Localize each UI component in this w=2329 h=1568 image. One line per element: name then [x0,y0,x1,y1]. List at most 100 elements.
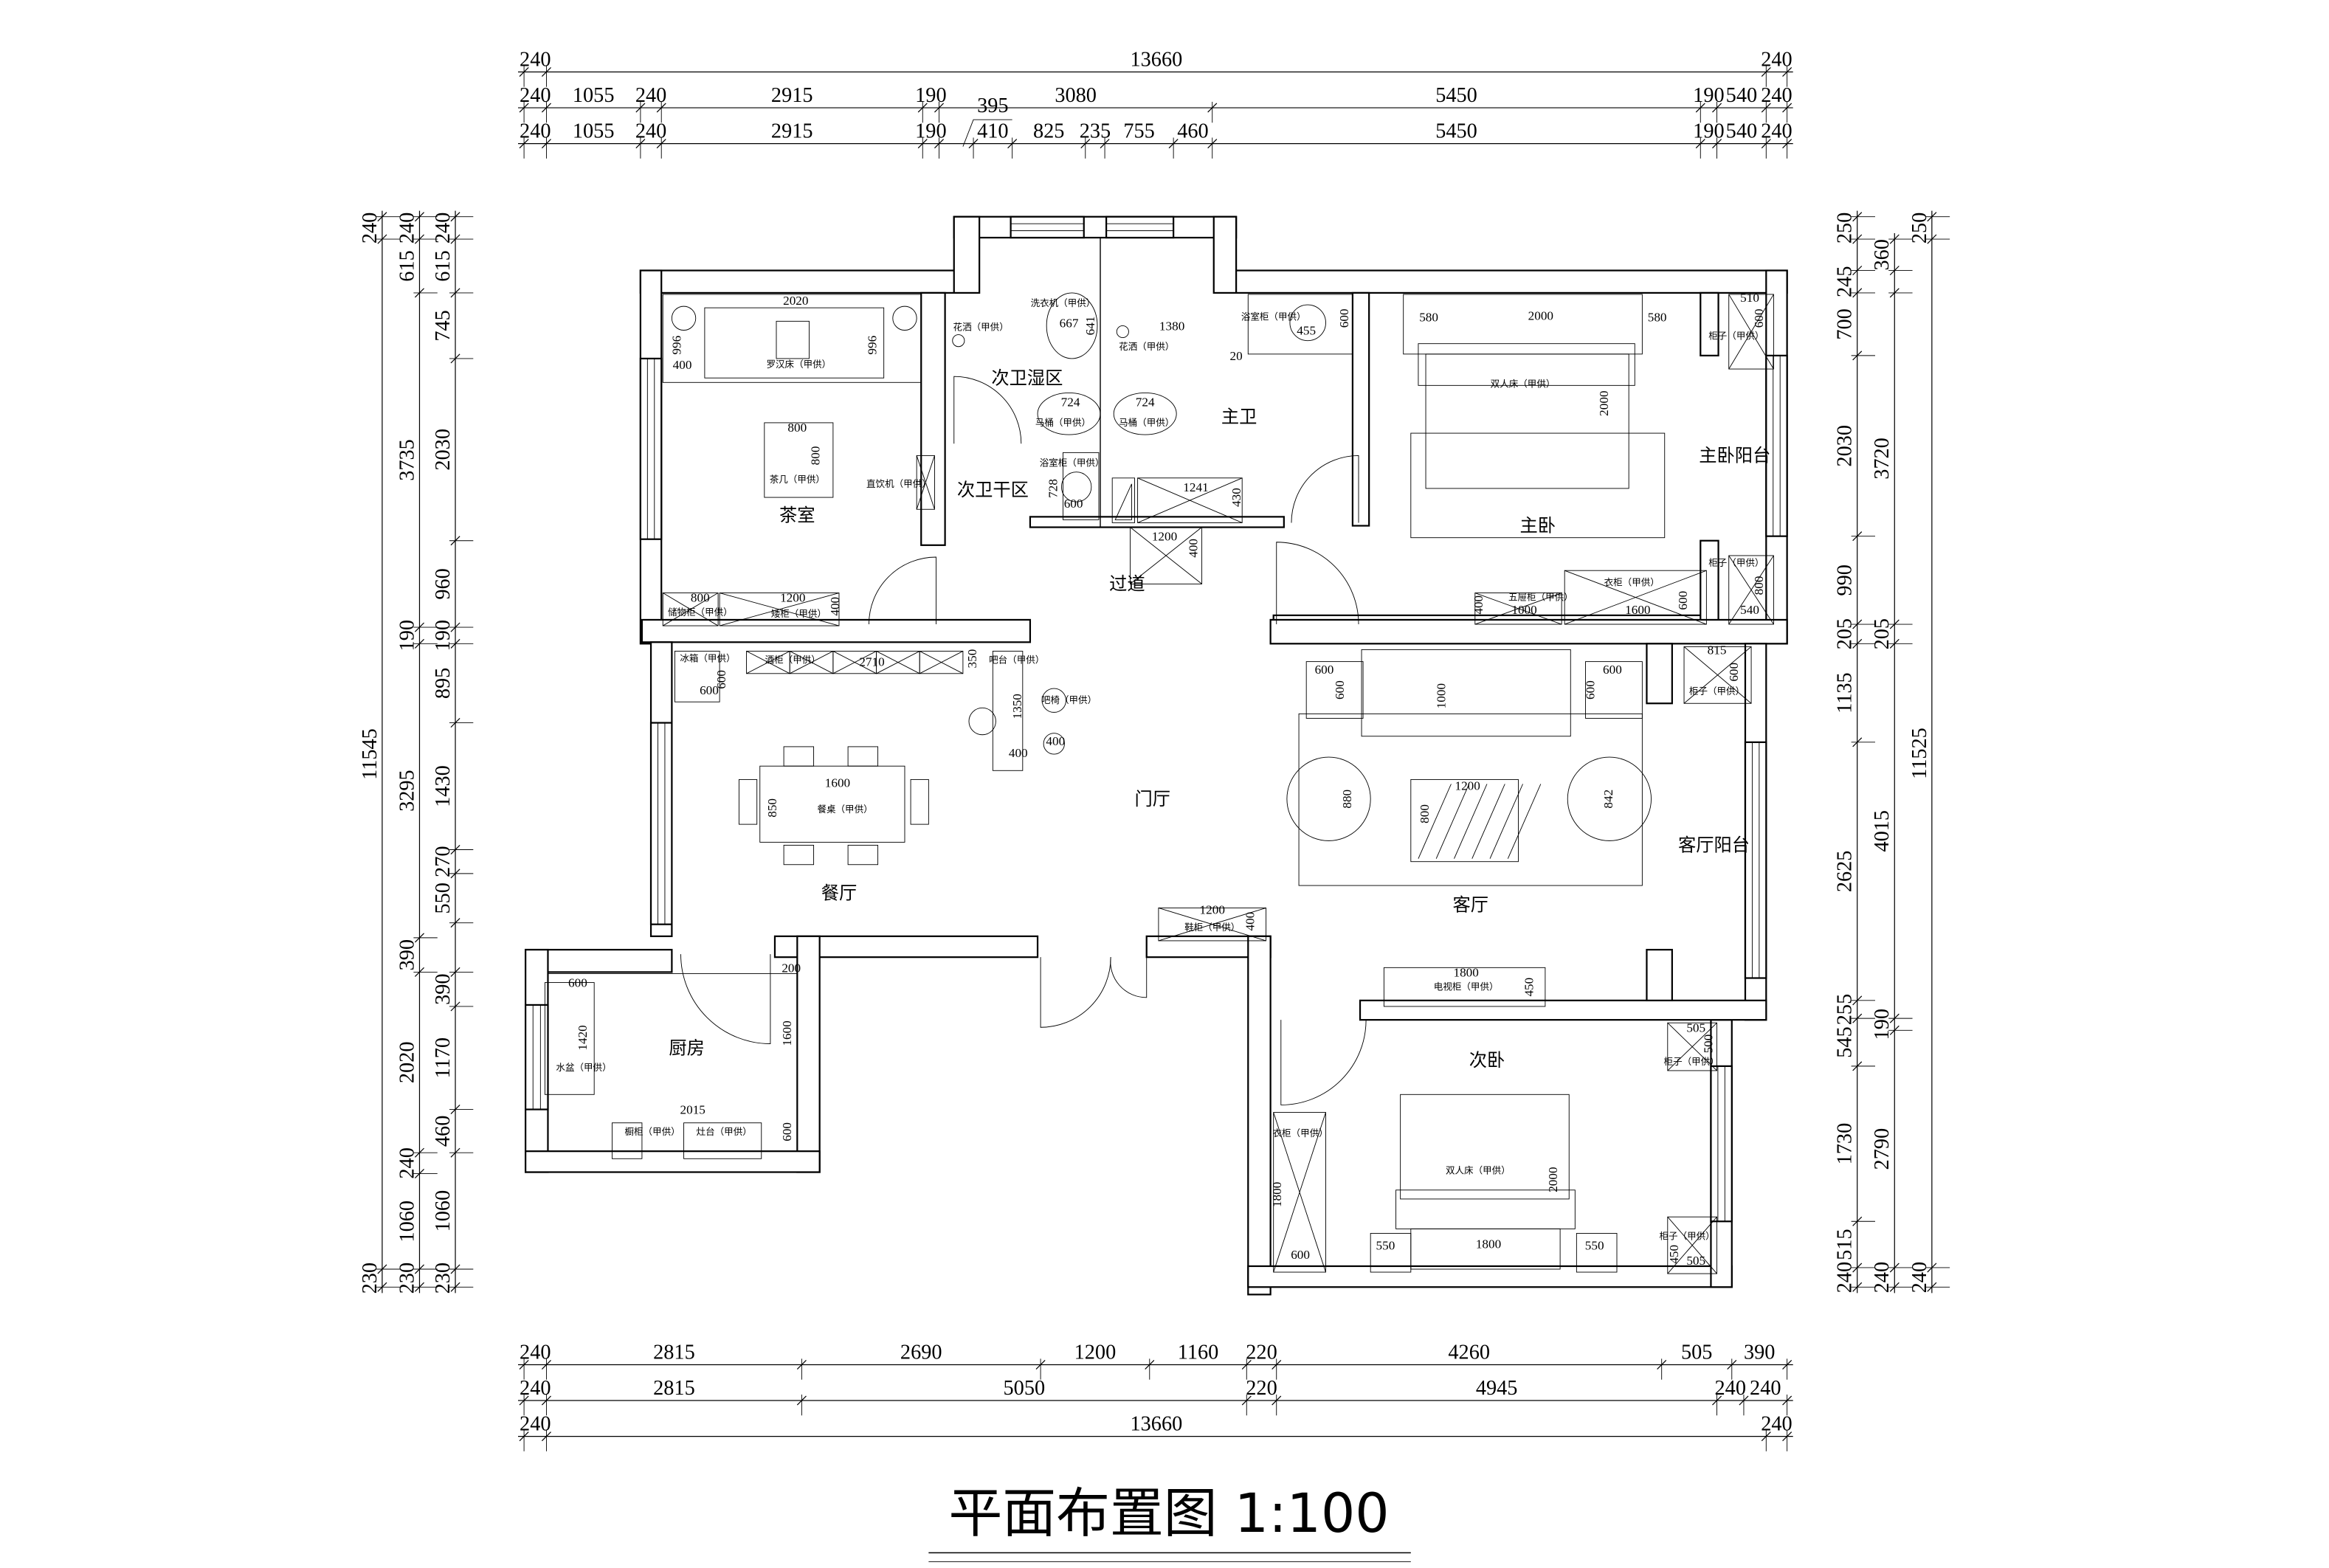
door-swing [868,556,936,625]
dimension-label: 240 [1908,1262,1931,1293]
dimension-label: 240 [396,1147,418,1178]
bar-stool [968,707,996,736]
dimension-label: 190 [1693,120,1724,143]
stove [683,1122,762,1159]
wine-cabinet [919,650,964,674]
dimension-label: 1160 [1178,1341,1219,1364]
dimension-label: 5450 [1435,84,1477,107]
dimension-label: 460 [1177,120,1208,143]
vanity-cabinet [1247,294,1353,355]
dimension-value: 1600 [825,776,850,790]
dimension-label: 745 [432,310,455,341]
dimension-value: 1600 [780,1020,794,1046]
dimension-label: 5450 [1435,120,1477,143]
dining-chair [783,844,815,866]
wall [525,1150,821,1173]
window [525,1004,549,1111]
dimension-label: 390 [1744,1341,1775,1364]
dimension-value: 510 [1740,291,1759,305]
wine-cabinet-cross [832,651,877,674]
furniture-label: 五屉柜（甲供） [1508,592,1573,603]
dimension-label: 190 [915,120,946,143]
room-label: 过道 [1109,573,1145,595]
daybed-table [776,320,810,359]
furniture-label: 灶台（甲供） [697,1126,752,1137]
dimension-label: 4945 [1476,1377,1518,1400]
dimension-label: 13660 [1130,1412,1182,1435]
dimension-value: 728 [1046,479,1060,498]
basin-icon [1060,472,1092,502]
toilet [1113,392,1177,435]
dimension-label: 190 [432,620,455,651]
window-frame [1105,215,1175,239]
dimension-label: 2790 [1871,1128,1894,1170]
door-swing [953,376,1022,444]
dimension-value: 800 [1752,576,1766,595]
door-swing [1291,455,1359,523]
dimension-value: 400 [1187,539,1201,558]
wall [920,291,946,546]
dimension-value: 815 [1708,643,1727,657]
dimension-label: 190 [1693,84,1724,107]
dining-chair [738,778,758,825]
dimension-label: 2030 [432,429,455,471]
dimension-value: 600 [1584,680,1598,700]
dimension-value: 580 [1648,310,1667,324]
dimension-label: 825 [1033,120,1064,143]
window [639,357,663,540]
double-bed [1425,353,1629,489]
dimension-label: 205 [1871,618,1894,649]
door-swing [1276,542,1359,625]
room-label: 主卧阳台 [1699,445,1770,466]
dimension-label: 220 [1246,1377,1277,1400]
nightstand [1370,1232,1412,1273]
cabinet [1683,646,1752,704]
dimension-value: 641 [1083,317,1097,336]
dimension-value: 600 [1676,591,1690,610]
dimension-label: 240 [520,48,551,71]
dining-chair [847,844,879,866]
dimension-value: 400 [828,597,842,616]
dimension-label: 270 [432,846,455,877]
dimension-value: 600 [1752,308,1766,328]
dimension-label: 230 [359,1263,382,1294]
dimension-value: 600 [700,683,719,697]
wardrobe [1564,570,1707,625]
dimension-label: 240 [1715,1377,1746,1400]
shower-icon [1116,325,1129,339]
wall [1247,935,1272,1296]
daybed-cabinet [662,294,922,383]
dimension-value: 1200 [1455,779,1480,793]
dimension-label: 250 [1834,213,1857,244]
dimension-value: 800 [1418,804,1432,823]
furniture-label: 浴室柜（甲供） [1241,311,1306,322]
basin-icon [1289,304,1326,342]
dimension-label: 895 [432,668,455,699]
glass-hatch [1489,784,1523,859]
room-label: 门厅 [1135,788,1171,809]
toilet [1037,392,1101,435]
window [1744,741,1767,979]
dimension-value: 850 [765,798,779,818]
dimension-value: 667 [1060,316,1079,330]
dimension-label: 2815 [653,1341,695,1364]
dimension-label: 205 [1834,618,1857,649]
dimension-label: 615 [396,250,418,281]
sofa [1361,649,1571,737]
dimension-value: 450 [1522,978,1536,997]
nightstand [1576,1232,1618,1273]
furniture-label: 柜子（甲供） [1708,557,1764,568]
furniture-label: 冰箱（甲供） [680,653,735,664]
dimension-value: 1420 [576,1025,590,1050]
glass-hatch [1435,784,1470,859]
wine-cabinet-cross [876,651,920,674]
window-frame [1744,741,1767,979]
storage-cabinet [662,593,719,626]
dimension-value: 600 [1064,497,1083,511]
wall [1029,516,1285,528]
dimension-value: 400 [1243,912,1257,931]
wall [1359,999,1767,1021]
dimension-label: 1730 [1834,1123,1857,1165]
dimension-label: 515 [1834,1229,1857,1260]
furniture-label: 马桶（甲供） [1119,417,1174,428]
